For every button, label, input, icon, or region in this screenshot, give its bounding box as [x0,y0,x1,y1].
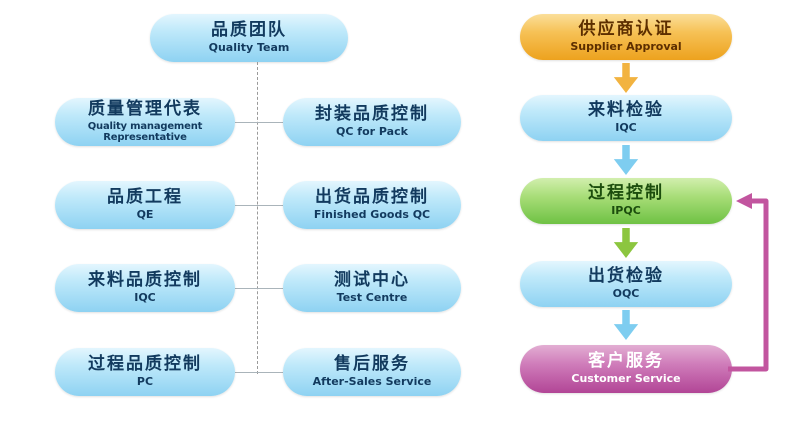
flow-step-customer-service: 客户服务 Customer Service [520,345,732,393]
node-label-en: QC for Pack [336,124,408,138]
org-connector-line [235,205,257,206]
step-label-zh: 过程控制 [588,183,664,204]
org-node-test-centre: 测试中心 Test Centre [283,264,461,312]
node-label-zh: 测试中心 [334,270,410,291]
org-connector-line [235,122,257,123]
org-node-pc: 过程品质控制 PC [55,348,235,396]
step-label-zh: 供应商认证 [578,19,674,40]
node-label-zh: 来料品质控制 [88,270,202,291]
node-label-zh: 过程品质控制 [88,354,202,375]
step-label-en: Supplier Approval [570,39,682,53]
step-label-zh: 来料检验 [588,100,664,121]
org-root-label-en: Quality Team [208,40,290,54]
org-node-qc-for-pack: 封装品质控制 QC for Pack [283,98,461,146]
org-node-qe: 品质工程 QE [55,181,235,229]
down-arrow-icon [613,228,639,258]
node-label-en: Test Centre [336,290,408,304]
org-connector-line [257,205,283,206]
node-label-zh: 出货品质控制 [315,187,429,208]
org-node-iqc: 来料品质控制 IQC [55,264,235,312]
org-connector-line [235,288,257,289]
node-label-en: After-Sales Service [312,374,432,388]
node-label-zh: 品质工程 [107,187,183,208]
node-label-en: Quality management Representative [87,120,203,144]
flow-step-supplier-approval: 供应商认证 Supplier Approval [520,14,732,60]
org-node-quality-management-representative: 质量管理代表 Quality management Representative [55,98,235,146]
flow-step-oqc: 出货检验 OQC [520,261,732,307]
node-label-zh: 售后服务 [334,354,410,375]
org-connector-line [257,288,283,289]
down-arrow-icon [613,310,639,340]
node-label-en: PC [136,374,154,388]
step-label-en: OQC [612,286,640,300]
step-label-en: IPQC [611,203,641,217]
org-connector-line [235,372,257,373]
org-connector-line [257,372,283,373]
org-node-finished-goods-qc: 出货品质控制 Finished Goods QC [283,181,461,229]
node-label-en: Finished Goods QC [313,207,431,221]
org-trunk-dashed-line [257,62,258,374]
org-connector-line [257,122,283,123]
org-root-label-zh: 品质团队 [211,20,287,41]
flow-step-ipqc: 过程控制 IPQC [520,178,732,224]
org-node-after-sales-service: 售后服务 After-Sales Service [283,348,461,396]
node-label-en: IQC [134,290,156,304]
flow-step-iqc: 来料检验 IQC [520,95,732,141]
org-root-quality-team: 品质团队 Quality Team [150,14,348,62]
down-arrow-icon [613,145,639,175]
step-label-zh: 出货检验 [588,266,664,287]
node-label-zh: 封装品质控制 [315,104,429,125]
down-arrow-icon [613,63,639,93]
node-label-en: QE [136,207,154,221]
node-label-zh: 质量管理代表 [88,99,202,120]
step-label-en: IQC [615,120,637,134]
step-label-zh: 客户服务 [588,351,664,372]
step-label-en: Customer Service [571,371,681,385]
